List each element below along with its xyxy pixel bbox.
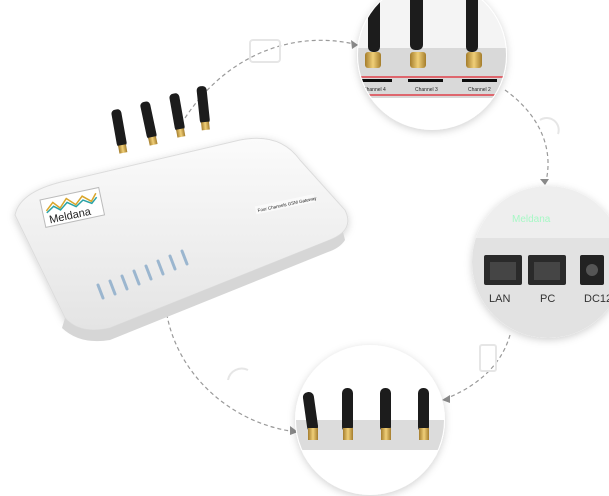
- detail-antenna-channels: Channel 4 Channel 3 Channel 2: [357, 0, 507, 130]
- channel-label: Channel 4: [363, 87, 386, 93]
- gsm-gateway-device: Meldana Four Channels GSM Gateway: [14, 86, 349, 342]
- led-indicators: [96, 249, 189, 300]
- faint-background-icons: [227, 39, 560, 381]
- antenna-connectors: [365, 52, 482, 68]
- detail-four-antennas: [295, 345, 445, 495]
- brand-logo: Meldana: [39, 186, 106, 228]
- antenna-connectors: [308, 428, 429, 440]
- antennas: [368, 0, 478, 52]
- faint-signal-icon: [539, 117, 560, 135]
- port-label: PC: [540, 293, 555, 305]
- faint-signal-icon: [227, 367, 249, 381]
- arrowhead-icon: [442, 395, 450, 403]
- port-label: LAN: [489, 293, 510, 305]
- channel-label: Channel 2: [468, 87, 491, 93]
- arrowhead-icon: [351, 40, 358, 49]
- antenna: [196, 86, 210, 131]
- antenna: [140, 101, 158, 146]
- arrow-right-to-bottom: [441, 334, 511, 401]
- arrow-top-to-right: [504, 89, 549, 186]
- arrow-device-to-top: [184, 39, 359, 119]
- antennas: [302, 388, 429, 432]
- antenna: [169, 93, 186, 138]
- port-label: DC12: [584, 293, 609, 305]
- arrow-device-to-bottom: [164, 299, 299, 433]
- arrowhead-icon: [290, 426, 298, 435]
- faint-device-icon: [249, 39, 281, 63]
- detail-ports: Meldana LAN PC DC12: [472, 186, 609, 338]
- faint-phone-icon: [479, 344, 497, 372]
- device-front-edge: [62, 232, 345, 342]
- channel-label: Channel 3: [415, 87, 438, 93]
- antenna: [111, 109, 128, 154]
- device-body: [14, 137, 349, 331]
- arrowhead-icon: [540, 179, 549, 185]
- antennas: [111, 86, 210, 154]
- brand-name: Meldana: [512, 214, 551, 225]
